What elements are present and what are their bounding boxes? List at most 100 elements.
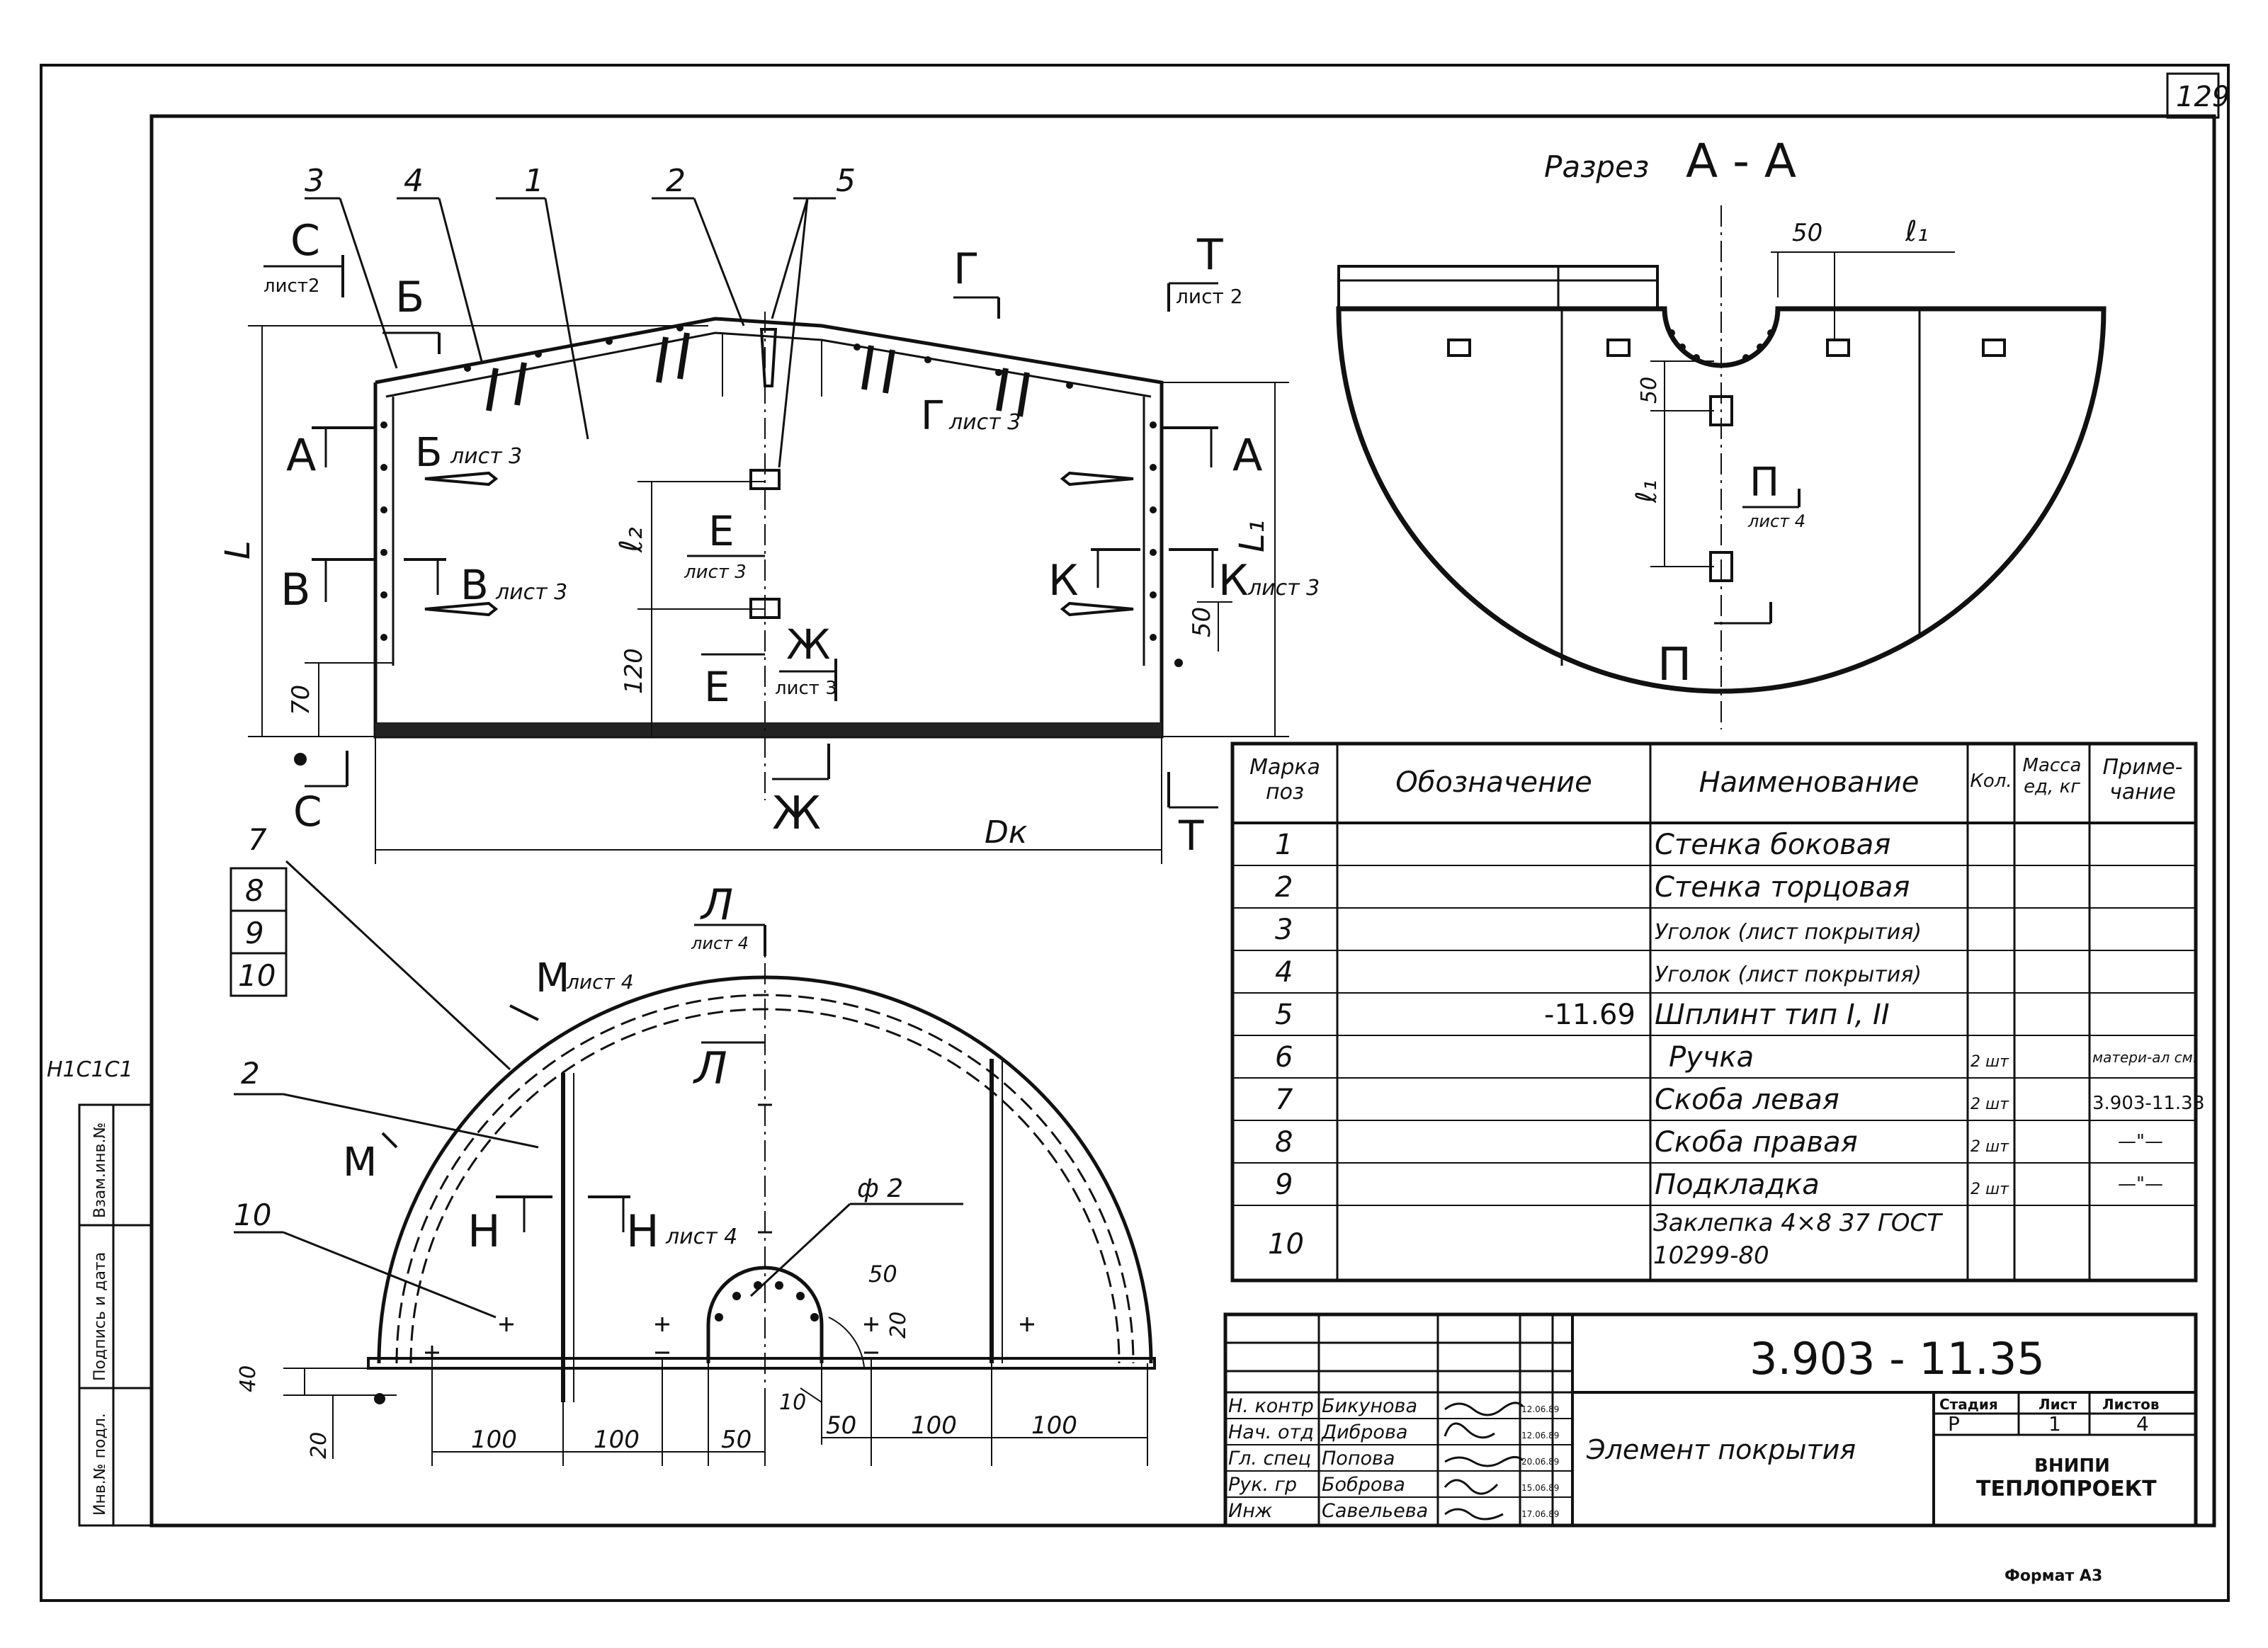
- mark-t-top-ref: лист 2: [1176, 285, 1243, 308]
- end-dim-50-arc: 50: [868, 1261, 897, 1288]
- svg-text:12.06.89: 12.06.89: [1521, 1431, 1559, 1440]
- mark-e-bot: Е: [704, 663, 730, 711]
- section-aa-mark-p-ref: лист 4: [1747, 511, 1805, 531]
- end-mark-h-left: Н: [467, 1205, 501, 1257]
- mark-t-bot: Т: [1178, 812, 1204, 860]
- spec-pos: 1: [1275, 829, 1293, 861]
- end-view-item-boxes: [229, 860, 511, 1071]
- leader-item-10: 10: [234, 1198, 271, 1232]
- roof-inner: [385, 331, 1152, 398]
- dim-70: 70: [287, 685, 315, 715]
- spec-qty: 2 шт: [1971, 1181, 2009, 1198]
- spec-qty: 2 шт: [1971, 1053, 2009, 1071]
- section-aa-dim-50-top: 50: [1792, 219, 1822, 247]
- side-strip-replace: Взам.инв.№: [91, 1123, 109, 1218]
- sheet-number-box: [2166, 72, 2220, 119]
- spec-name: Скоба левая: [1655, 1084, 1839, 1116]
- spec-pos: 7: [1275, 1084, 1293, 1116]
- svg-text:Попова: Попова: [1322, 1448, 1395, 1470]
- leader-4: 4: [404, 163, 424, 199]
- spec-note: матери-ал см.: [2092, 1049, 2197, 1066]
- spec-name: Уголок (лист покрытия): [1655, 920, 1922, 945]
- leader-5: 5: [836, 163, 856, 199]
- inner-frame: [149, 114, 2216, 1528]
- spec-table: Марка поз Обозначение Наименование Кол. …: [1230, 741, 2204, 1283]
- spec-qty: 2 шт: [1971, 1138, 2009, 1156]
- item-9: 9: [245, 916, 264, 950]
- end-dim-b6: 100: [1031, 1411, 1077, 1440]
- mark-b-low: Б: [415, 430, 442, 476]
- section-aa-mark-p-bot: П: [1657, 639, 1691, 691]
- spec-row-3: 3 Уголок (лист покрытия): [1275, 914, 1922, 946]
- end-view-dim-lines: [304, 1317, 1148, 1466]
- spec-pos: 3: [1275, 914, 1293, 946]
- section-aa: Разрез А - А 50 ℓ₁ 50 ℓ₁: [1336, 134, 2107, 729]
- spec-note: 3.903-11.38: [2092, 1093, 2204, 1114]
- svg-text:Гл. спец: Гл. спец: [1228, 1448, 1311, 1470]
- doc-code: 3.903 - 11.35: [1750, 1333, 2045, 1385]
- item-7: 7: [248, 822, 267, 857]
- mark-v-ref: лист 3: [495, 580, 567, 605]
- end-mark-l-bot: Л: [693, 1042, 727, 1094]
- spec-pos: 5: [1275, 999, 1293, 1031]
- end-dim-b1: 100: [471, 1426, 517, 1454]
- end-dim-b2: 100: [594, 1426, 640, 1454]
- end-mark-m-bot: М: [343, 1140, 377, 1186]
- main-view: 3 4 1 2 5 С лист2 Б Г Т лист 2 А А Б лис…: [218, 163, 1320, 864]
- svg-text:Рук. гр: Рук. гр: [1228, 1474, 1297, 1496]
- base-strip: [375, 722, 1162, 737]
- leader-1: 1: [524, 163, 544, 199]
- end-view-crosses: [425, 1103, 1034, 1360]
- th-qty: Кол.: [1970, 771, 2012, 792]
- mark-g-top: Г: [953, 244, 980, 294]
- org-line1: ВНИПИ: [2034, 1455, 2110, 1477]
- dim-L: L: [218, 540, 258, 559]
- sheets-value: 4: [2136, 1412, 2149, 1436]
- end-mark-l-ref: лист 4: [691, 933, 749, 953]
- spec-pos: 4: [1275, 956, 1293, 989]
- end-mark-h-ref: лист 4: [665, 1224, 737, 1249]
- section-aa-dim-50-side: 50: [1637, 377, 1662, 404]
- section-aa-halfdisc: [1336, 306, 2107, 694]
- dim-120: 120: [620, 648, 648, 694]
- side-strip-inv: Инв.№ подл.: [91, 1413, 109, 1516]
- stage-header: Стадия: [1939, 1396, 1998, 1413]
- mark-a-right: А: [1232, 429, 1262, 481]
- mark-a-left: А: [286, 429, 316, 481]
- end-dim-10: 10: [779, 1390, 806, 1415]
- mark-e-top: Е: [708, 507, 735, 555]
- svg-text:15.06.89: 15.06.89: [1521, 1483, 1559, 1493]
- mark-c-bot: С: [293, 788, 322, 836]
- mark-zh-ref: лист 3: [775, 678, 837, 699]
- spec-pos: 10: [1268, 1228, 1304, 1261]
- org-line2: ТЕПЛОПРОЕКТ: [1976, 1477, 2157, 1501]
- section-aa-bolts: [1447, 339, 2006, 582]
- svg-text:Бикунова: Бикунова: [1322, 1395, 1417, 1417]
- svg-text:20.06.89: 20.06.89: [1521, 1457, 1559, 1467]
- svg-text:Диброва: Диброва: [1321, 1421, 1407, 1443]
- slots: [424, 328, 1134, 617]
- svg-text:Савельева: Савельева: [1322, 1500, 1428, 1522]
- section-aa-dims: [1650, 251, 1955, 567]
- end-mark-m-ref: лист 4: [566, 970, 634, 994]
- section-aa-top-flange: [1337, 265, 1659, 310]
- svg-text:12.06.89: 12.06.89: [1521, 1404, 1559, 1414]
- svg-text:Инж: Инж: [1228, 1500, 1273, 1522]
- svg-text:Нач. отд: Нач. отд: [1228, 1421, 1314, 1443]
- section-aa-title: Разрез: [1544, 149, 1649, 184]
- spec-note: —"—: [2118, 1131, 2163, 1152]
- spec-name: Заклепка 4×8 37 ГОСТ 10299-80: [1653, 1209, 1942, 1270]
- spec-pos: 6: [1275, 1041, 1293, 1074]
- leader-3: 3: [305, 163, 324, 199]
- format-label: Формат А3: [2005, 1567, 2102, 1585]
- main-leaders: [305, 197, 836, 468]
